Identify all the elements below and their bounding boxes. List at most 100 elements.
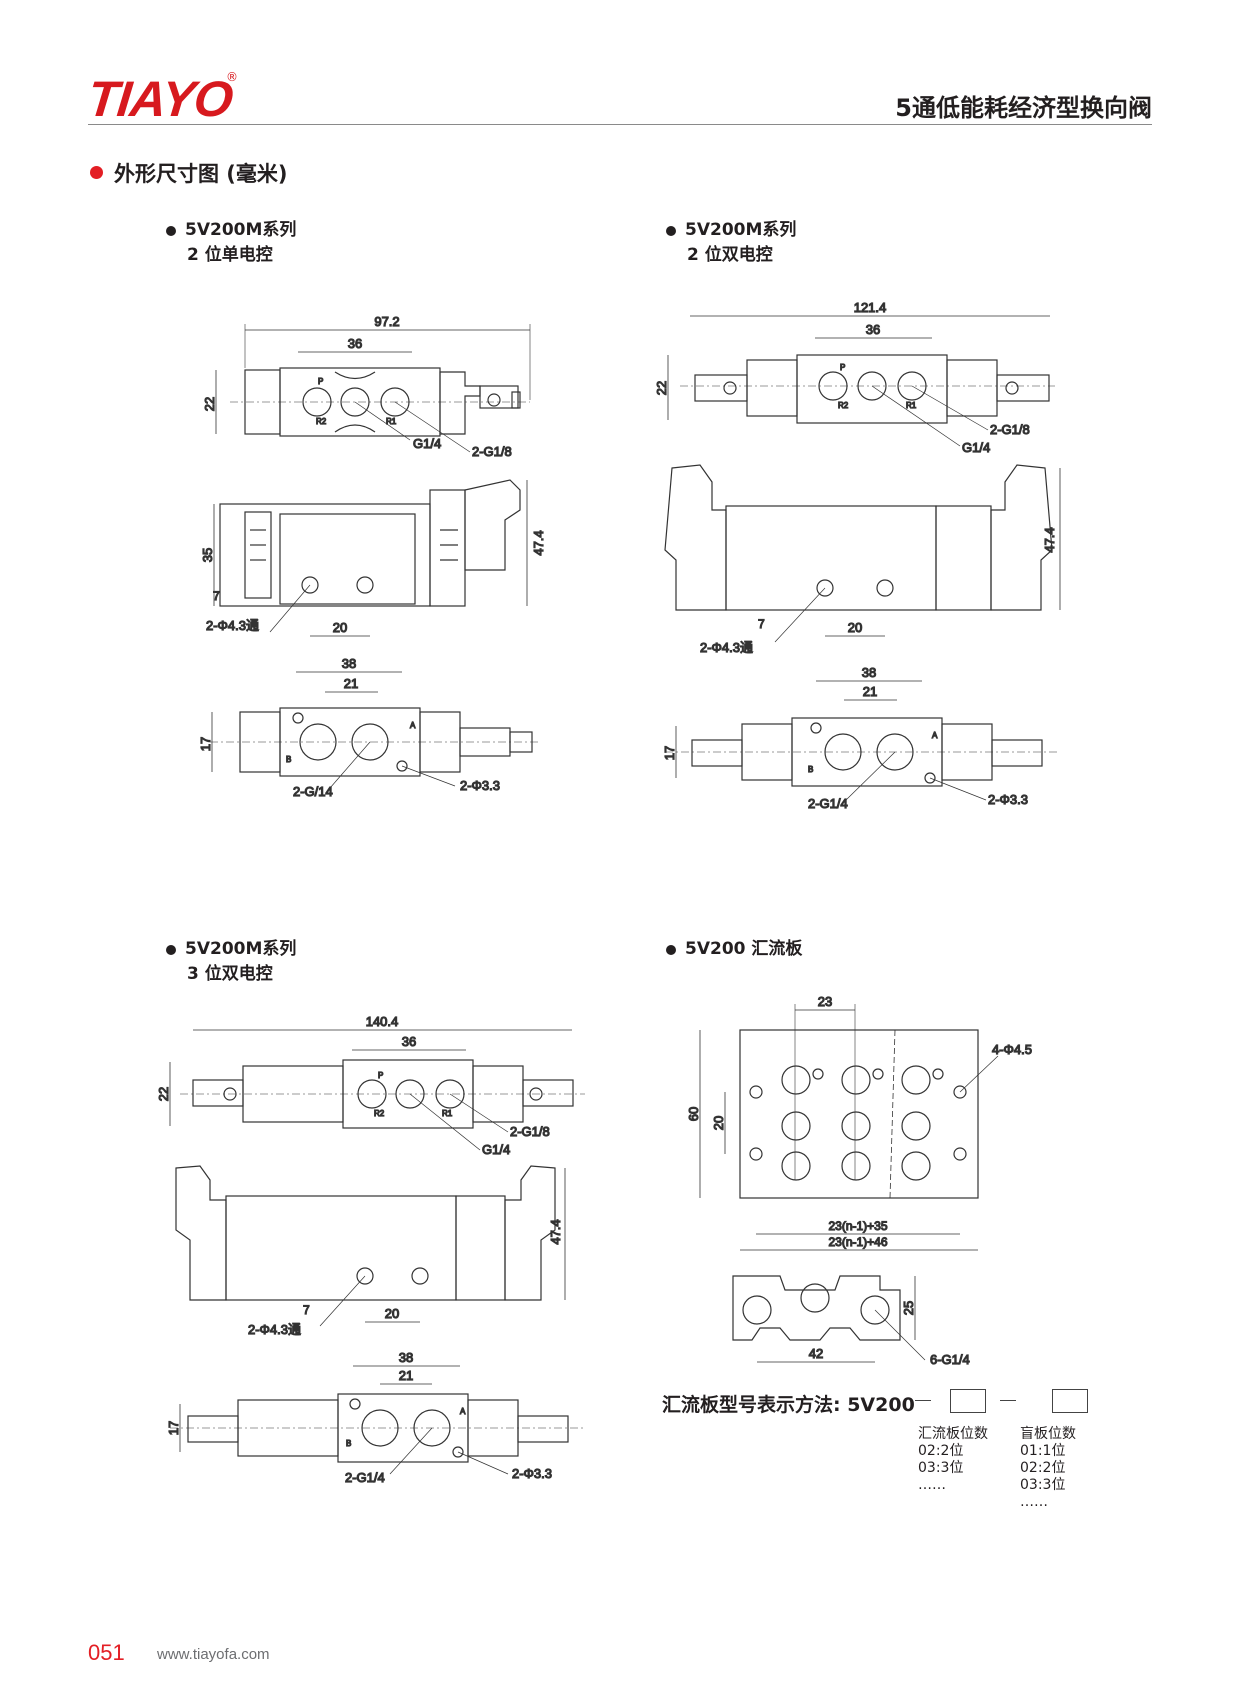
manifold-count-item: …… [918, 1477, 946, 1493]
svg-text:60: 60 [686, 1107, 701, 1121]
svg-text:38: 38 [399, 1350, 413, 1365]
svg-text:P: P [840, 363, 845, 372]
block2-subtitle: 2 位双电控 [687, 245, 773, 265]
manifold-count-item: 02:2位 [918, 1443, 964, 1459]
svg-text:2-Φ3.3: 2-Φ3.3 [988, 792, 1028, 807]
svg-text:R2: R2 [838, 401, 849, 410]
header-divider [88, 124, 1152, 125]
svg-text:B: B [286, 755, 291, 764]
svg-text:B: B [346, 1439, 351, 1448]
dim-height: 22 [202, 397, 217, 411]
blank-count-item: …… [1020, 1494, 1048, 1510]
dash-separator [1000, 1400, 1016, 1401]
svg-text:47.4: 47.4 [548, 1219, 563, 1244]
svg-text:47.4: 47.4 [531, 530, 546, 555]
page-title: 5通低能耗经济型换向阀 [895, 94, 1152, 122]
svg-text:21: 21 [863, 684, 877, 699]
drawing-3-top-view: 140.4 36 22 P R2 R1 2-G1/8 G1/4 [155, 1013, 585, 1158]
manifold-count-item: 03:3位 [918, 1460, 964, 1476]
svg-text:P: P [378, 1071, 383, 1080]
svg-text:7: 7 [303, 1303, 310, 1317]
bullet-icon [166, 945, 176, 955]
drawing-1-top-view: 97.2 36 22 P R2 R1 G1/4 2-G1/8 [201, 313, 531, 460]
svg-text:20: 20 [711, 1116, 726, 1130]
blank-count-item: 02:2位 [1020, 1460, 1066, 1476]
section-bullet-icon [90, 166, 103, 179]
svg-text:121.4: 121.4 [854, 300, 887, 315]
svg-text:36: 36 [866, 322, 880, 337]
manifold-count-box [950, 1389, 986, 1413]
bullet-icon [666, 226, 676, 236]
svg-text:2-G1/8: 2-G1/8 [510, 1124, 550, 1139]
svg-text:R2: R2 [316, 417, 327, 426]
svg-text:47.4: 47.4 [1042, 527, 1057, 552]
section-title: 外形尺寸图 (毫米) [114, 162, 288, 186]
svg-text:21: 21 [399, 1368, 413, 1383]
drawing-1-front-view: 35 47.4 7 20 2-Φ4.3通 [199, 479, 547, 637]
dim-overall: 97.2 [374, 314, 399, 329]
svg-text:20: 20 [848, 620, 862, 635]
drawing-4-manifold-side: 25 42 6-G1/4 [732, 1275, 970, 1368]
svg-text:7: 7 [758, 617, 765, 631]
svg-text:17: 17 [662, 746, 677, 760]
svg-text:2-G/14: 2-G/14 [293, 784, 333, 799]
svg-text:A: A [460, 1407, 466, 1416]
drawing-2-top-view: 121.4 36 22 P R2 R1 2-G1/8 G1/4 [653, 299, 1055, 456]
block3-title: 5V200M系列 [185, 939, 297, 959]
blank-count-item: 01:1位 [1020, 1443, 1066, 1459]
bullet-icon [166, 226, 176, 236]
manifold-count-title: 汇流板位数 [918, 1426, 988, 1442]
svg-text:P: P [318, 377, 323, 386]
block1-subtitle: 2 位单电控 [187, 245, 273, 265]
dash-separator [915, 1400, 931, 1401]
svg-text:25: 25 [901, 1301, 916, 1315]
svg-text:20: 20 [333, 620, 347, 635]
drawing-2-bottom-view: 38 21 17 B A 2-G1/4 2-Φ3.3 [661, 664, 1058, 812]
svg-text:17: 17 [198, 737, 213, 751]
website-link[interactable]: www.tiayofa.com [157, 1646, 270, 1663]
svg-text:42: 42 [809, 1346, 823, 1361]
svg-text:R1: R1 [906, 401, 917, 410]
svg-text:38: 38 [342, 656, 356, 671]
svg-text:G1/4: G1/4 [482, 1142, 510, 1157]
drawing-3-bottom-view: 38 21 17 B A 2-G1/4 2-Φ3.3 [165, 1349, 585, 1486]
block2-title: 5V200M系列 [685, 220, 797, 240]
drawing-4-manifold-top: 23 60 20 4-Φ4.5 23(n-1)+35 23(n-1)+46 [685, 993, 1033, 1251]
svg-text:A: A [932, 731, 938, 740]
svg-text:2-Φ4.3通: 2-Φ4.3通 [700, 640, 753, 655]
svg-text:4-Φ4.5: 4-Φ4.5 [992, 1042, 1032, 1057]
svg-text:2-G1/4: 2-G1/4 [808, 796, 848, 811]
svg-text:2-G1/4: 2-G1/4 [345, 1470, 385, 1485]
svg-text:R2: R2 [374, 1109, 385, 1118]
svg-text:2-Φ4.3通: 2-Φ4.3通 [248, 1322, 301, 1337]
drawing-3-front-view: 47.4 7 20 2-Φ4.3通 [175, 1165, 566, 1338]
blank-count-list: 盲板位数 01:1位 02:2位 03:3位 …… [1020, 1426, 1076, 1511]
page-number: 051 [88, 1640, 125, 1665]
svg-text:17: 17 [166, 1421, 181, 1435]
svg-text:35: 35 [200, 548, 215, 562]
svg-text:140.4: 140.4 [366, 1014, 399, 1029]
svg-text:2-Φ3.3: 2-Φ3.3 [512, 1466, 552, 1481]
svg-text:R1: R1 [386, 417, 397, 426]
blank-count-box [1052, 1389, 1088, 1413]
port-exhaust: 2-G1/8 [472, 444, 512, 459]
block3-subtitle: 3 位双电控 [187, 964, 273, 984]
svg-text:20: 20 [385, 1306, 399, 1321]
svg-text:21: 21 [344, 676, 358, 691]
drawing-1-bottom-view: 38 21 17 B A 2-G/14 2-Φ3.3 [197, 655, 540, 800]
svg-text:A: A [410, 721, 416, 730]
svg-text:G1/4: G1/4 [962, 440, 990, 455]
svg-text:2-Φ3.3: 2-Φ3.3 [460, 778, 500, 793]
svg-text:B: B [808, 765, 813, 774]
svg-text:2-Φ4.3通: 2-Φ4.3通 [206, 618, 259, 633]
block4-title: 5V200 汇流板 [685, 939, 803, 959]
bullet-icon [666, 945, 676, 955]
registered-mark: ® [226, 70, 238, 84]
svg-text:23(n-1)+46: 23(n-1)+46 [828, 1235, 887, 1249]
svg-text:R1: R1 [442, 1109, 453, 1118]
svg-text:22: 22 [156, 1087, 171, 1101]
dim-port-span: 36 [348, 336, 362, 351]
svg-text:22: 22 [654, 381, 669, 395]
svg-text:36: 36 [402, 1034, 416, 1049]
